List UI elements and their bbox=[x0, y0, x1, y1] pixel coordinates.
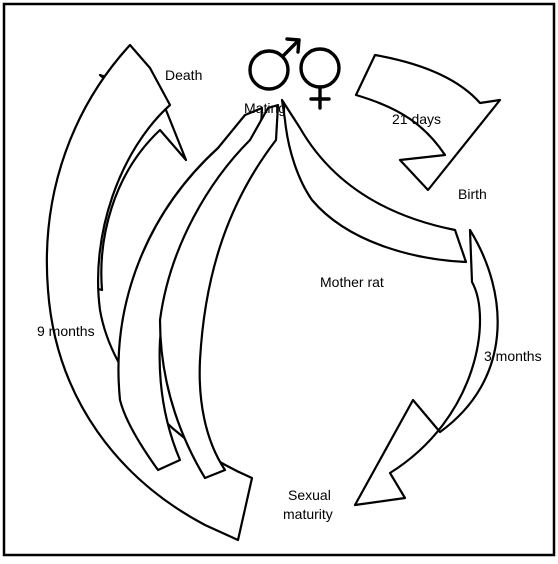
lifespan-arrow bbox=[45, 43, 254, 542]
label-mating: Mating bbox=[244, 100, 286, 116]
label-maturity-line1: Sexual bbox=[288, 487, 331, 503]
birth-to-maturity-arrow bbox=[353, 228, 499, 507]
label-gestation: 21 days bbox=[392, 111, 441, 127]
label-maturity-line2: maturity bbox=[283, 506, 333, 522]
label-to-maturity: 3 months bbox=[484, 348, 542, 364]
maturity-to-mating-arrow-inner bbox=[158, 103, 280, 480]
female-symbol bbox=[299, 47, 341, 110]
label-lifespan: 9 months bbox=[37, 323, 95, 339]
male-symbol bbox=[248, 37, 301, 91]
label-birth: Birth bbox=[458, 186, 487, 202]
label-mother-rat: Mother rat bbox=[320, 274, 384, 290]
mother-rat-return-arrow bbox=[280, 98, 468, 264]
gestation-arrow bbox=[354, 53, 502, 192]
label-death: Death bbox=[165, 67, 202, 83]
